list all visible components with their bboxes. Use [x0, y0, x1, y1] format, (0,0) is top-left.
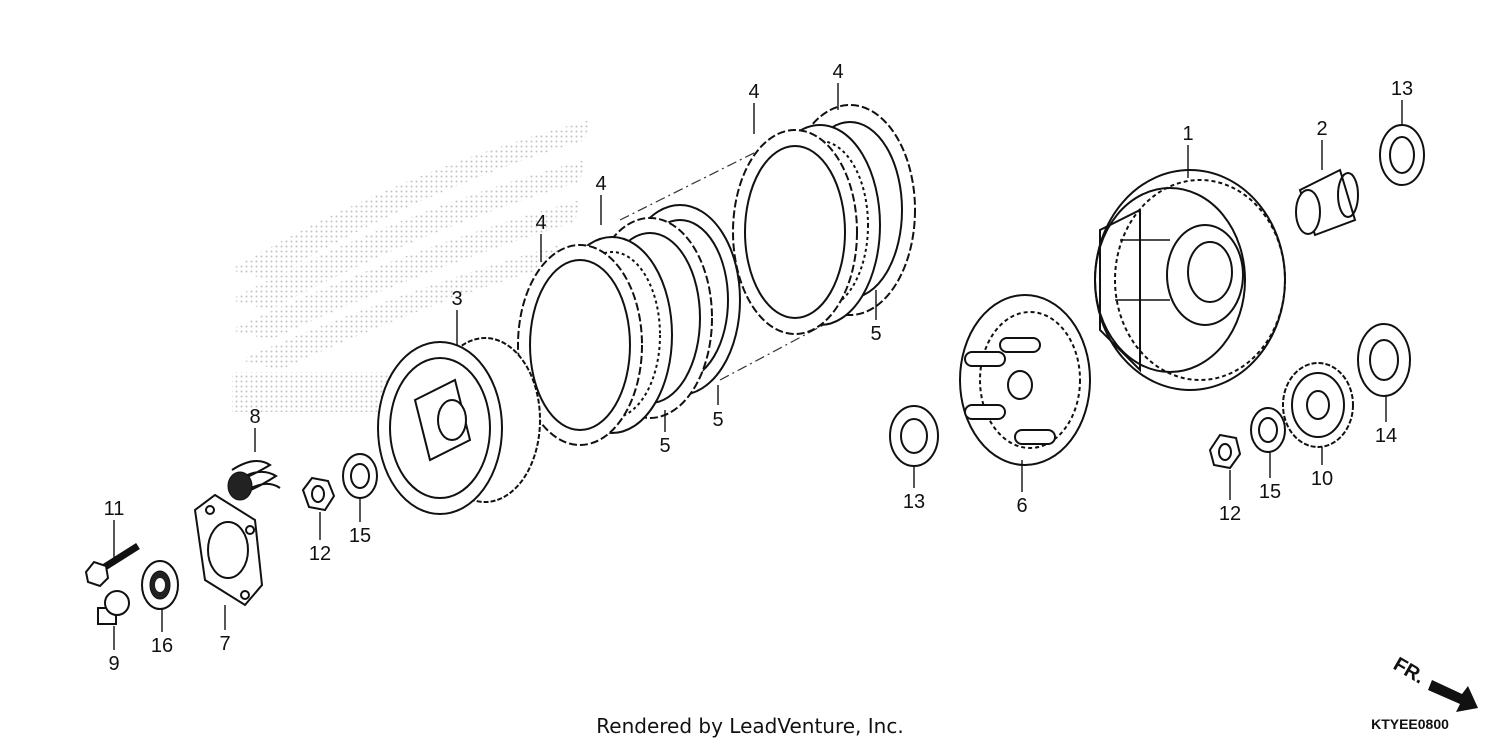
- nut-part-12-right[interactable]: [1208, 433, 1242, 470]
- footer-credit: Rendered by LeadVenture, Inc.: [596, 714, 903, 738]
- washer-part-15-left[interactable]: [342, 453, 378, 499]
- assembly-guide-lines: [619, 149, 881, 381]
- bearing-plate-part-7[interactable]: [193, 493, 264, 607]
- callout-13: 13: [903, 491, 925, 513]
- callout-12: 12: [1219, 503, 1241, 525]
- callout-6: 6: [1016, 495, 1027, 517]
- callout-5: 5: [870, 323, 881, 345]
- diagram-code: KTYEE0800: [1371, 716, 1449, 732]
- callout-3: 3: [451, 288, 462, 310]
- nut-part-12-left[interactable]: [301, 476, 336, 512]
- washer-part-13-right[interactable]: [1379, 124, 1425, 186]
- washer-part-14[interactable]: [1357, 323, 1411, 397]
- callout-9: 9: [108, 653, 119, 675]
- callout-4: 4: [748, 81, 759, 103]
- callout-labels: 1 2 3 4 4 4 4 5 5 5 6 7 8 9 10 11 12 12 …: [104, 61, 1414, 675]
- callout-4: 4: [595, 173, 606, 195]
- clutch-discs-right-group[interactable]: [732, 104, 916, 335]
- callout-16: 16: [151, 635, 173, 657]
- callout-13: 13: [1391, 78, 1413, 100]
- callout-leaders: [113, 83, 1403, 650]
- callout-4: 4: [535, 212, 546, 234]
- callout-2: 2: [1316, 118, 1327, 140]
- clutch-discs-left-group[interactable]: [517, 204, 741, 446]
- callout-14: 14: [1375, 425, 1397, 447]
- clutch-center-part-3[interactable]: [377, 337, 541, 515]
- washer-part-13-left[interactable]: [889, 405, 939, 467]
- callout-11: 11: [104, 498, 125, 520]
- callout-5: 5: [659, 435, 670, 457]
- washer-part-15-right[interactable]: [1250, 407, 1286, 453]
- bolt-part-11[interactable]: [84, 543, 140, 588]
- front-direction-arrow: FR.: [1390, 653, 1478, 712]
- callout-4: 4: [832, 61, 843, 83]
- gear-part-10[interactable]: [1282, 362, 1354, 448]
- callout-7: 7: [219, 633, 230, 655]
- callout-15: 15: [349, 525, 371, 547]
- fr-label: FR.: [1390, 653, 1429, 688]
- pin-part-9[interactable]: [97, 590, 130, 625]
- callout-10: 10: [1311, 468, 1333, 490]
- callout-15: 15: [1259, 481, 1281, 503]
- callout-5: 5: [712, 409, 723, 431]
- bearing-part-16[interactable]: [141, 560, 179, 610]
- watermark-logo: [230, 120, 590, 412]
- collar-part-2[interactable]: [1295, 168, 1359, 237]
- spring-part-8[interactable]: [227, 460, 281, 501]
- callout-12: 12: [309, 543, 331, 565]
- callout-1: 1: [1182, 123, 1193, 145]
- clutch-outer-part-1[interactable]: [1094, 169, 1286, 391]
- pressure-plate-part-6[interactable]: [959, 294, 1091, 466]
- callout-8: 8: [249, 406, 260, 428]
